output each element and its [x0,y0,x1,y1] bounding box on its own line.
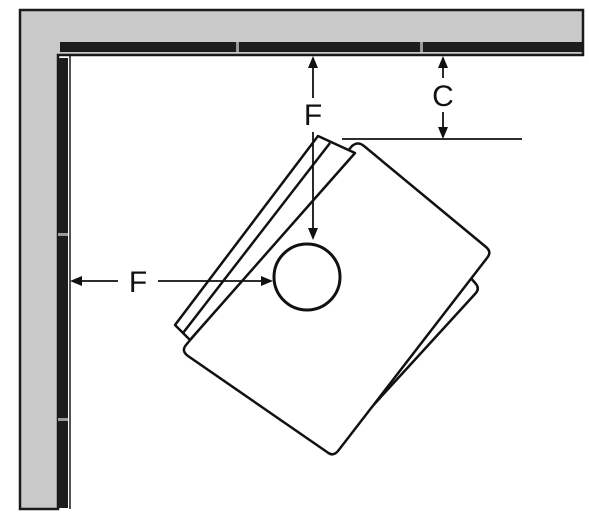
side-wall-divider [58,233,68,236]
front-clearance-label: F [304,99,322,132]
top-wall-divider [236,42,239,52]
arrowhead-up [308,56,318,68]
top-wall-divider [420,42,423,52]
top-wall-panel [60,42,582,52]
stove [173,134,491,456]
clearance-arrows [70,56,522,286]
arrowhead-right [261,276,273,286]
arrowhead-down [308,228,318,240]
stove-body [182,142,491,456]
arrowhead-left [70,276,82,286]
flue-collar [272,242,342,312]
stove-top-edge [173,134,357,342]
side-wall-divider [58,418,68,421]
wall-outline [18,8,585,511]
stove-top-edge-line [182,142,331,334]
corner-clearance-label: C [432,80,454,113]
side-clearance-label: F [129,266,147,299]
corner-wall [18,8,585,511]
arrowhead-up [438,56,448,68]
side-wall-panel [58,58,68,508]
arrowhead-down [438,127,448,139]
